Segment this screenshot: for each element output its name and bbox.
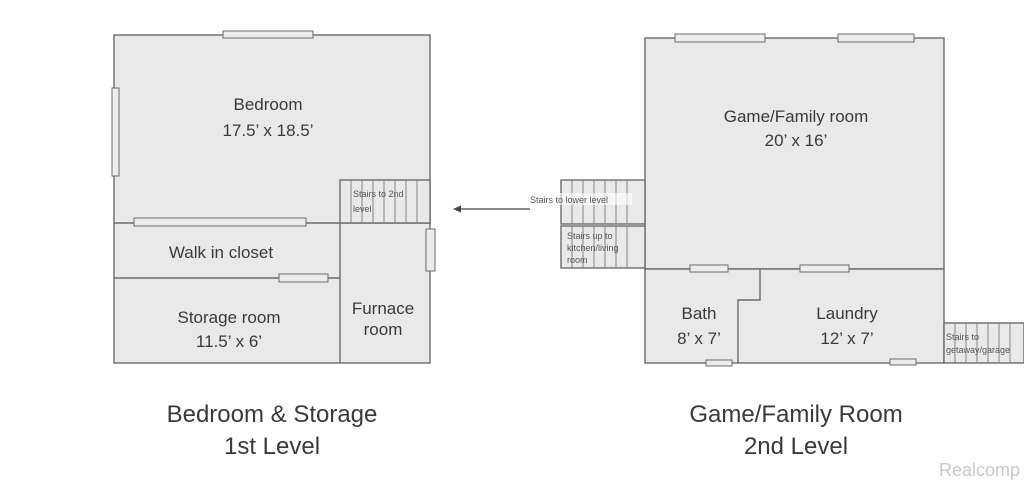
bath-door xyxy=(689,264,729,273)
level2-plan: Stairs to lower level Stairs up to kitch… xyxy=(528,33,1024,367)
level1-caption-line2: 1st Level xyxy=(224,433,320,460)
stairs-to-garage: Stairs to getaway/garage xyxy=(943,322,1024,364)
closet-door xyxy=(133,217,307,227)
stairs-garage-line2: getaway/garage xyxy=(946,345,1010,355)
storage-door xyxy=(278,273,329,283)
game-room-outline xyxy=(644,37,945,270)
game-room-name: Game/Family room xyxy=(724,107,869,126)
stairs-kitchen-line1: Stairs up to xyxy=(567,231,613,241)
connecting-arrow xyxy=(453,205,530,213)
furnace-room-line1: Furnace xyxy=(352,299,414,318)
realcomp-watermark: Realcomp xyxy=(939,460,1020,480)
stairs-to-2nd-line1: Stairs to 2nd xyxy=(353,189,404,199)
bath-laundry-wall xyxy=(737,269,761,363)
bath-window xyxy=(705,359,733,367)
stairs-garage-line1: Stairs to xyxy=(946,332,979,342)
game-room-size: 20’ x 16’ xyxy=(765,131,828,150)
stairs-kitchen-line2: kitchen/living xyxy=(567,243,619,253)
stairs-to-lower-level: Stairs to lower level xyxy=(528,179,646,225)
furnace-window xyxy=(425,228,436,272)
laundry-door xyxy=(799,264,850,273)
bath-name: Bath xyxy=(682,304,717,323)
level1-plan: Stairs to 2nd level Bedroom 17.5’ x 18.5… xyxy=(111,30,436,364)
storage-room-size: 11.5’ x 6’ xyxy=(196,332,262,351)
laundry-size: 12’ x 7’ xyxy=(820,329,873,348)
stairs-to-2nd-line2: level xyxy=(353,204,372,214)
stairs-to-2nd-level: Stairs to 2nd level xyxy=(339,179,431,224)
bedroom-name: Bedroom xyxy=(234,95,303,114)
lower-rooms-outline xyxy=(644,268,945,364)
walk-in-closet-name: Walk in closet xyxy=(169,243,274,262)
level1-caption-line1: Bedroom & Storage xyxy=(167,401,378,428)
game-room-window-left xyxy=(674,33,766,43)
bedroom-west-window xyxy=(111,87,120,177)
stairs-kitchen-line3: room xyxy=(567,255,588,265)
furnace-room-line2: room xyxy=(364,320,403,339)
bath-size: 8’ x 7’ xyxy=(677,329,721,348)
bedroom-top-window xyxy=(222,30,314,39)
level2-caption-line1: Game/Family Room xyxy=(689,401,902,428)
game-room-window-right xyxy=(837,33,915,43)
storage-room-name: Storage room xyxy=(178,308,281,327)
stairs-up-to-kitchen: Stairs up to kitchen/living room xyxy=(560,225,646,269)
laundry-name: Laundry xyxy=(816,304,878,323)
bedroom-size: 17.5’ x 18.5’ xyxy=(222,121,313,140)
level2-caption-line2: 2nd Level xyxy=(744,433,848,460)
laundry-window xyxy=(889,358,917,366)
stairs-lower-label: Stairs to lower level xyxy=(530,195,608,205)
